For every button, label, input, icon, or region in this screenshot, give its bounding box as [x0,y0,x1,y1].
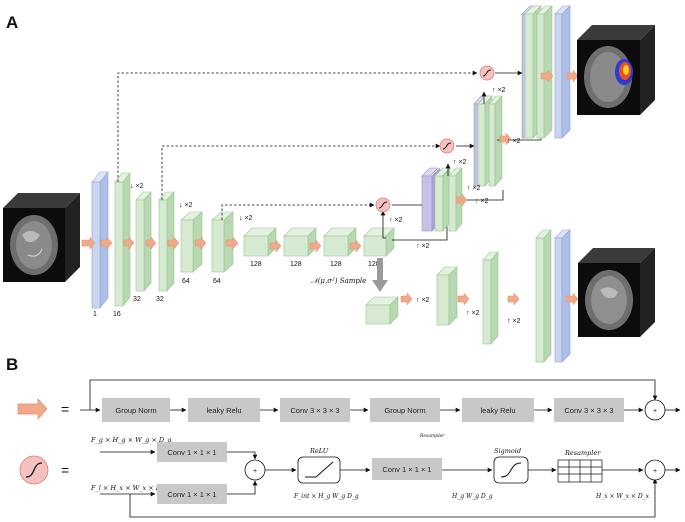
output-segmentation-volume [577,25,655,115]
upsample-label: ↑ ×2 [453,159,467,166]
orange-arrow-icon [17,398,48,420]
output-dims: H_x × W_x × D_x [595,493,650,500]
panel-b-label: B [6,355,18,374]
op-conv3: Conv 3 × 3 × 3 [564,406,613,415]
vae-branch: 𝒩(μ,σ²) Sample ↑ ×2 ↑ ×2 ↑ ×2 [311,229,655,363]
decoder-path [380,5,579,241]
upsample-label: ↑ ×2 [492,87,506,94]
vae-sample-label: 𝒩(μ,σ²) Sample [311,277,366,285]
input-g-dims: F_g × H_g × W_g × D_g [90,436,171,444]
resampler-grid-icon [557,459,603,483]
resampler-small-label: Resampler [419,433,445,439]
equals-sign: = [61,401,69,417]
upsample-label: ↑ ×2 [475,198,489,205]
upsample-label: ↑ ×2 [389,217,403,224]
channel-label: 64 [182,278,190,285]
downsample-label: ↓ ×2 [239,215,253,222]
relu-dims: F_int × H_g W_g D_g [293,493,359,500]
upsample-label: ↑ ×2 [507,318,521,325]
input-brain-volume [3,193,80,282]
channel-label: 128 [330,261,342,268]
upsample-label: ↑ ×2 [466,310,480,317]
channel-label: 1 [93,311,97,318]
gate-conv-g: Conv 1 × 1 × 1 [167,448,216,457]
residual-block-legend: = Group Norm leaky Relu Conv 3 × 3 × 3 G… [17,379,681,439]
attention-gate-icon [479,65,495,81]
equals-sign: = [61,462,69,478]
upsample-label: ↑ ×2 [416,243,430,250]
downsample-label: ↓ ×2 [130,183,144,190]
plus-sign: + [653,468,657,475]
upsample-label: ↑ ×2 [416,297,430,304]
op-group-norm: Group Norm [384,406,425,415]
downsample-label: ↓ ×2 [179,202,193,209]
upsample-label: ↑ ×2 [467,185,481,192]
relu-label: ReLU [309,447,329,455]
op-group-norm: Group Norm [115,406,156,415]
attention-gate-icon [439,138,455,154]
channel-label: 64 [213,278,221,285]
resampler-label: Resampler [564,449,601,457]
op-conv3: Conv 3 × 3 × 3 [290,406,339,415]
op-leaky-relu: leaky Relu [206,406,241,415]
plus-sign: + [253,468,257,475]
channel-label: 32 [156,296,164,303]
channel-label: 32 [133,296,141,303]
encoder-arrows [81,236,362,253]
channel-label: 128 [290,261,302,268]
gate-conv-psi: Conv 1 × 1 × 1 [382,465,431,474]
op-leaky-relu: leaky Relu [480,406,515,415]
encoder-path [91,171,395,309]
relu-curve-icon [305,461,334,478]
channel-label: 128 [250,261,262,268]
upsample-label: ↑ ×2 [507,138,521,145]
sigmoid-box-icon [500,462,522,478]
input-l-dims: F_l × H_x × W_x × D_x [90,484,168,492]
gate-conv-l: Conv 1 × 1 × 1 [167,490,216,499]
sigmoid-label: Sigmoid [494,447,521,455]
channel-label: 128 [368,261,380,268]
attention-gate-legend: = F_g × H_g × W_g × D_g F_l × H_x × W_x … [19,436,681,518]
panel-a-label: A [6,13,18,32]
skip-connections [117,70,478,220]
attention-gate-icon [375,197,391,213]
plus-sign: + [653,408,657,415]
conv-psi-dims: H_g W_g D_g [451,493,493,500]
channel-labels: 1 16 32 32 64 64 128 128 128 128 [93,261,380,318]
sigmoid-curve-icon [25,462,43,478]
channel-label: 16 [113,311,121,318]
